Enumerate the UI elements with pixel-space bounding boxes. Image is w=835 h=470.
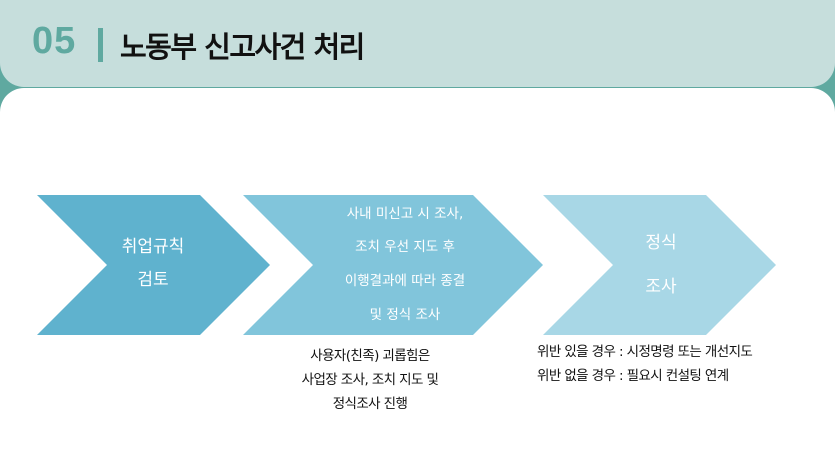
violation-note-line: 위반 없을 경우 : 필요시 컨설팅 연계 bbox=[537, 368, 729, 384]
step-3-line-1: 정식 bbox=[645, 233, 676, 253]
step-1-line-2: 검토 bbox=[137, 270, 168, 290]
step-2-line-1: 사내 미신고 시 조사, bbox=[347, 206, 464, 222]
harassment-note-line: 사업장 조사, 조치 지도 및 bbox=[301, 372, 439, 388]
violation-note: 위반 있을 경우 : 시정명령 또는 개선지도 위반 없을 경우 : 필요시 컨… bbox=[537, 340, 827, 388]
step-arrow-3 bbox=[543, 195, 776, 335]
step-2-line-4: 및 정식 조사 bbox=[370, 307, 441, 323]
header-bar: 05 노동부 신고사건 처리 bbox=[0, 0, 835, 87]
step-1-line-1: 취업규칙 bbox=[122, 237, 185, 257]
step-2-line-3: 이행결과에 따라 종결 bbox=[345, 273, 465, 289]
step-2-line-2: 조치 우선 지도 후 bbox=[355, 239, 455, 255]
step-arrow-1 bbox=[37, 195, 270, 335]
harassment-note-line: 정식조사 진행 bbox=[332, 396, 408, 412]
step-arrow-2 bbox=[243, 195, 543, 335]
step-3-line-2: 조사 bbox=[645, 277, 677, 297]
section-number: 05 bbox=[32, 20, 77, 62]
violation-note-line: 위반 있을 경우 : 시정명령 또는 개선지도 bbox=[537, 344, 753, 360]
page-title: 노동부 신고사건 처리 bbox=[120, 30, 365, 64]
title-divider bbox=[98, 28, 103, 62]
harassment-note: 사용자(친족) 괴롭힘은 사업장 조사, 조치 지도 및 정식조사 진행 bbox=[280, 344, 460, 416]
harassment-note-line: 사용자(친족) 괴롭힘은 bbox=[310, 348, 430, 364]
